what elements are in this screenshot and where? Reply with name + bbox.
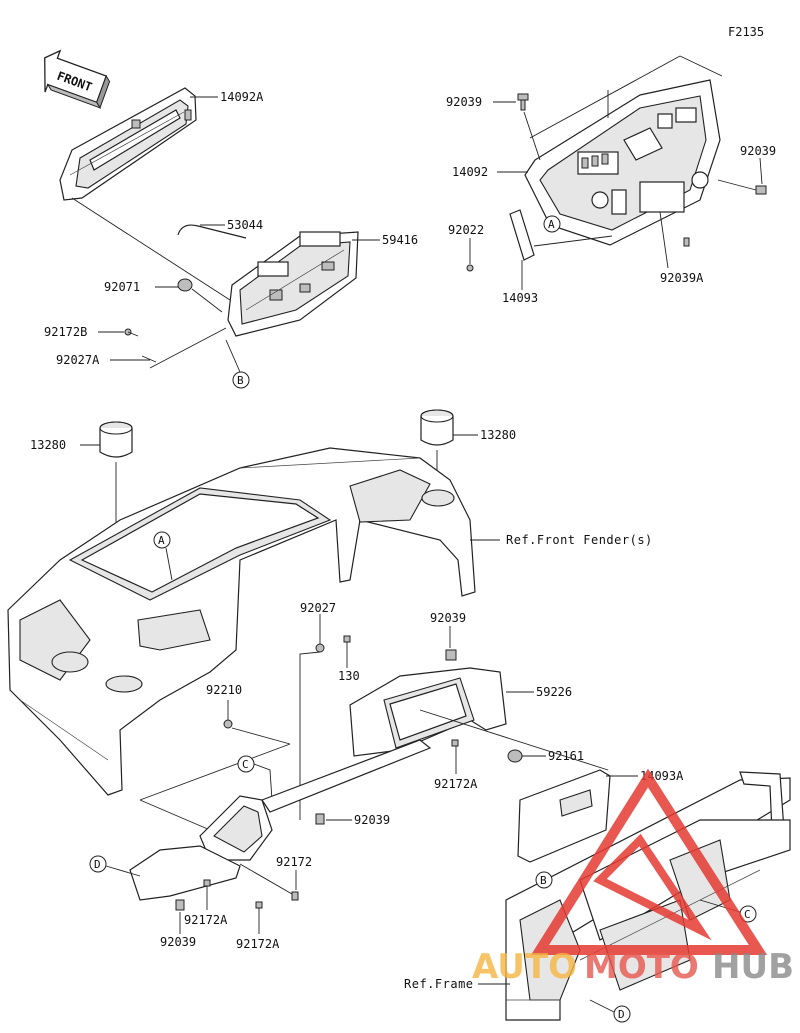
part-label-59416: 59416 bbox=[382, 233, 418, 247]
bolt-130 bbox=[343, 635, 351, 643]
part-label-92027A: 92027A bbox=[56, 353, 100, 367]
part-label-13280-right: 13280 bbox=[480, 428, 516, 442]
screw-92172A-a bbox=[203, 879, 211, 887]
part-label-92172A-b: 92172A bbox=[236, 937, 280, 951]
screw-92039-right bbox=[755, 185, 767, 195]
part-label-92039A: 92039A bbox=[660, 271, 704, 285]
ref-frame: Ref.Frame bbox=[404, 977, 474, 991]
part-label-92172A-mid: 92172A bbox=[434, 777, 478, 791]
cup-holder-left-13280 bbox=[99, 421, 133, 458]
trim-strip-14093 bbox=[509, 209, 535, 261]
nut-92027 bbox=[315, 643, 325, 653]
part-label-92172: 92172 bbox=[276, 855, 312, 869]
callout-B-lower: B bbox=[540, 874, 547, 887]
watermark-moto: MOTO bbox=[584, 947, 699, 987]
screw-92039-mid bbox=[445, 649, 457, 661]
screw-92039A bbox=[683, 237, 690, 247]
part-label-92039-top: 92039 bbox=[446, 95, 482, 109]
part-label-92172B: 92172B bbox=[44, 325, 87, 339]
screw-92172B bbox=[124, 328, 139, 337]
screw-92172A-mid bbox=[451, 739, 459, 747]
part-label-92071: 92071 bbox=[104, 280, 140, 294]
callout-A-upper: A bbox=[548, 218, 555, 231]
part-label-53044: 53044 bbox=[227, 218, 263, 232]
part-label-92022: 92022 bbox=[448, 223, 484, 237]
callout-C-left: C bbox=[242, 758, 249, 771]
callout-C-right: C bbox=[744, 908, 751, 921]
part-label-14092: 14092 bbox=[452, 165, 488, 179]
part-label-92039-bottom: 92039 bbox=[160, 935, 196, 949]
grommet-92071 bbox=[177, 278, 193, 292]
part-label-59226: 59226 bbox=[536, 685, 572, 699]
dashboard-main bbox=[7, 447, 476, 796]
glove-box-59226 bbox=[349, 667, 507, 757]
callout-D-lower: D bbox=[618, 1008, 625, 1021]
screw-92039-bottom bbox=[175, 899, 185, 911]
part-label-92039-right: 92039 bbox=[740, 144, 776, 158]
part-label-14092A: 14092A bbox=[220, 90, 264, 104]
nut-92210 bbox=[223, 719, 233, 729]
screw-92172A-b bbox=[255, 901, 263, 909]
screw-92039-top bbox=[517, 93, 529, 111]
part-label-92210: 92210 bbox=[206, 683, 242, 697]
screw-92172 bbox=[291, 891, 299, 901]
lower-dash-bracket bbox=[129, 739, 432, 901]
part-label-14093: 14093 bbox=[502, 291, 538, 305]
watermark-logo bbox=[530, 768, 768, 955]
figure-code: F2135 bbox=[728, 25, 764, 39]
part-label-92039-mid: 92039 bbox=[430, 611, 466, 625]
front-arrow-icon: FRONT bbox=[44, 49, 111, 109]
glove-box-lid-14093A bbox=[517, 769, 611, 863]
part-label-13280-left: 13280 bbox=[30, 438, 66, 452]
watermark-hub: HUB bbox=[712, 947, 794, 987]
glove-box-lid-14092A bbox=[59, 87, 197, 201]
module-59416 bbox=[227, 231, 359, 337]
cup-holder-right-13280 bbox=[420, 409, 454, 446]
ref-front-fender: Ref.Front Fender(s) bbox=[506, 533, 653, 547]
meter-panel-14092 bbox=[524, 79, 721, 246]
part-label-92039-low: 92039 bbox=[354, 813, 390, 827]
part-label-92027: 92027 bbox=[300, 601, 336, 615]
callout-A-middle: A bbox=[158, 534, 165, 547]
clip-92022 bbox=[466, 264, 474, 272]
watermark-auto: AUTO bbox=[472, 947, 577, 987]
part-label-92172A-a: 92172A bbox=[184, 913, 228, 927]
callout-D-left: D bbox=[94, 858, 101, 871]
callout-B-upper: B bbox=[237, 374, 244, 387]
screw-92039-low bbox=[315, 813, 325, 825]
grommet-92161 bbox=[507, 749, 523, 763]
part-label-130: 130 bbox=[338, 669, 360, 683]
